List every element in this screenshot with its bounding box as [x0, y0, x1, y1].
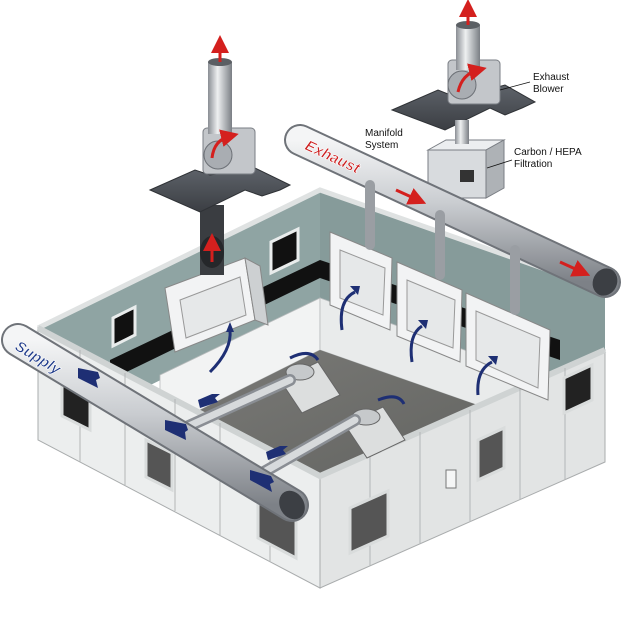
supply-flow-arrows: [78, 368, 288, 492]
flow-arrow-icon: [165, 420, 188, 440]
floor-ducts: [174, 374, 361, 486]
floor-fan-1: [279, 361, 341, 414]
exhaust-arrow-icon: [456, 63, 487, 93]
fume-hood-3: [465, 292, 551, 401]
flow-arrow-icon: [488, 356, 498, 365]
window-front-4: [348, 488, 390, 556]
manifold-system-label: Manifold System: [365, 128, 403, 151]
filtration-label: Carbon / HEPA Filtration: [514, 147, 582, 170]
exhaust-flow-arrows: [203, 0, 591, 277]
flow-arrow-icon: [350, 286, 360, 295]
fume-hood-1: [329, 231, 393, 331]
window-back-1: [111, 304, 137, 349]
room: [36, 187, 607, 589]
exhaust-arrow-icon: [559, 260, 591, 277]
flow-arrow-icon: [266, 446, 288, 460]
window-front-6: [562, 362, 594, 416]
right-exhaust-blower: [390, 21, 537, 199]
hood-flow-arrowheads: [226, 286, 498, 365]
exhaust-arrow-icon: [395, 188, 427, 205]
callout-leaders: [486, 81, 531, 169]
exhaust-blower-label: Exhaust Blower: [533, 72, 570, 95]
flow-arrow-icon: [198, 394, 220, 408]
flow-arrow-icon: [250, 470, 274, 492]
flow-arrow-icon: [226, 322, 234, 332]
supply-pipe: [1, 323, 309, 522]
wall-switch-panel: [445, 469, 457, 489]
flow-arrow-icon: [418, 320, 428, 329]
window-front-2: [144, 437, 174, 493]
window-front-5: [476, 425, 506, 483]
window-back-2: [269, 226, 300, 276]
flow-arrow-icon: [78, 368, 100, 388]
hood-flow-arrows: [208, 290, 493, 405]
exhaust-manifold-pipe: [284, 124, 621, 315]
front-wall-rim: [36, 325, 607, 480]
exhaust-arrow-icon: [210, 129, 239, 159]
